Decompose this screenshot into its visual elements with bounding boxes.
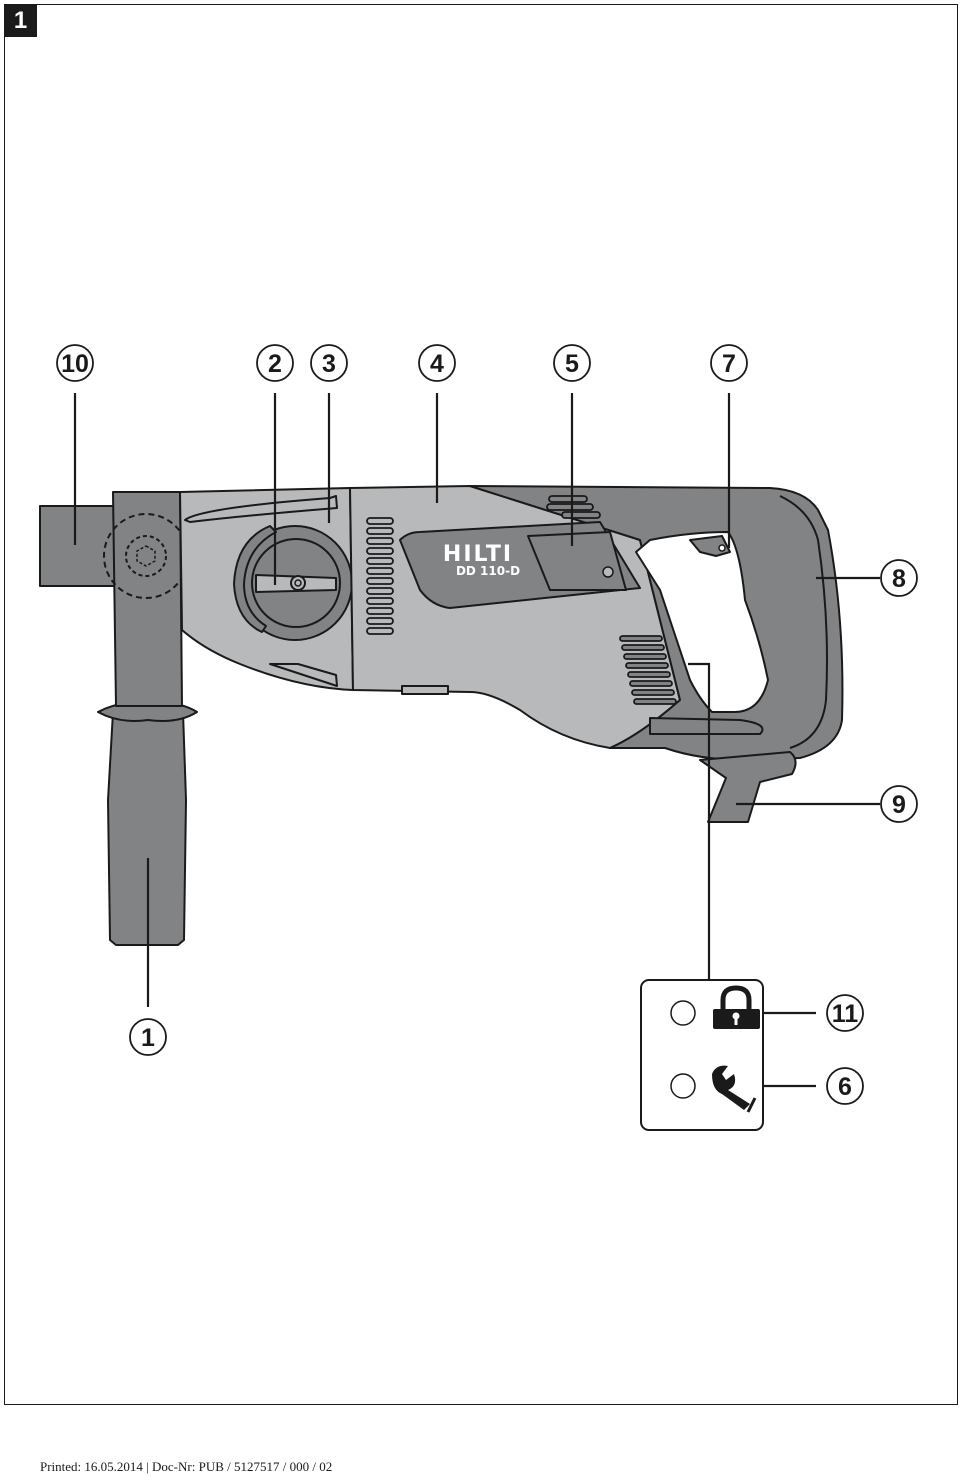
figure-frame	[4, 4, 958, 1405]
svg-text:2: 2	[268, 350, 282, 378]
housing-slot-top	[184, 495, 338, 523]
callout-4: 4	[418, 344, 456, 382]
vent-slots-rear	[619, 635, 677, 705]
housing-slot-bottom	[269, 663, 338, 687]
model-label: DD 110-D	[456, 564, 520, 578]
callout-8: 8	[880, 559, 918, 597]
side-switch	[527, 531, 627, 591]
service-indicator-light	[670, 1073, 696, 1099]
status-panel	[640, 979, 764, 1131]
svg-text:10: 10	[61, 350, 89, 378]
bottom-slot	[649, 717, 764, 735]
callout-6: 6	[826, 1067, 864, 1105]
callout-5: 5	[553, 344, 591, 382]
side-handle-clamp	[112, 491, 183, 707]
side-handle	[107, 711, 187, 946]
callout-1: 1	[129, 1018, 167, 1056]
clamp-knob-inner	[125, 535, 167, 577]
power-cable-guard	[699, 751, 797, 823]
callout-7: 7	[710, 344, 748, 382]
gear-selector-screw	[290, 575, 306, 591]
clamp-hex-icon	[136, 545, 156, 567]
callout-3: 3	[310, 344, 348, 382]
depth-gauge	[39, 505, 123, 587]
svg-text:6: 6	[838, 1073, 852, 1101]
svg-text:7: 7	[722, 350, 736, 378]
callout-9: 9	[880, 785, 918, 823]
wrench-icon	[712, 1065, 757, 1113]
vent-slots-front	[366, 517, 394, 635]
lock-indicator-light	[670, 1000, 696, 1026]
print-footer: Printed: 16.05.2014 | Doc-Nr: PUB / 5127…	[40, 1459, 333, 1474]
lock-icon	[713, 985, 760, 1029]
brand-logo: HILTI	[443, 542, 513, 567]
svg-text:9: 9	[892, 791, 906, 819]
svg-text:1: 1	[141, 1024, 155, 1052]
svg-text:5: 5	[565, 350, 579, 378]
svg-text:4: 4	[430, 350, 444, 378]
svg-text:3: 3	[322, 350, 336, 378]
bottom-tab	[401, 685, 449, 695]
callout-11: 11	[826, 994, 864, 1032]
svg-text:11: 11	[832, 1000, 859, 1028]
side-switch-screw	[602, 566, 614, 578]
figure-number: 1	[4, 4, 37, 37]
callout-10: 10	[56, 344, 94, 382]
gear-selector-lever	[233, 525, 277, 633]
leader-lines	[73, 393, 880, 1088]
svg-text:8: 8	[892, 565, 906, 593]
callout-2: 2	[256, 344, 294, 382]
drill-illustration	[39, 485, 844, 946]
handle-outer-ridge	[779, 495, 828, 749]
